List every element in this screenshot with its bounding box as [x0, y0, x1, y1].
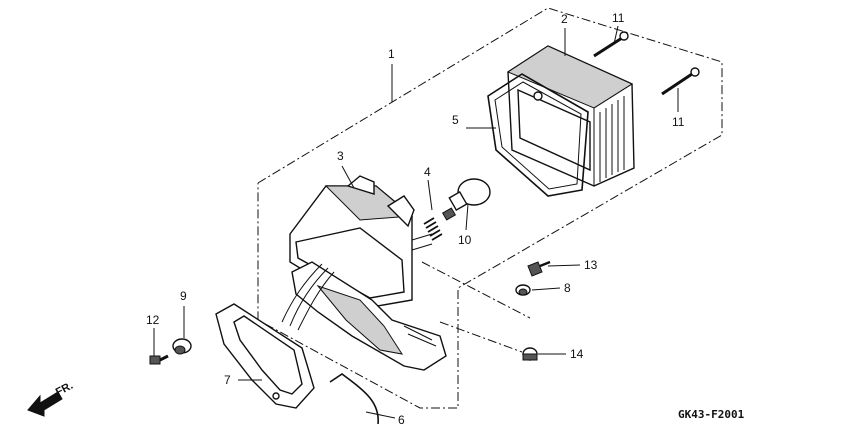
callout-7: 7	[224, 373, 231, 387]
figure-code: GK43-F2001	[678, 408, 745, 421]
nut-8	[515, 284, 531, 296]
callout-4: 4	[424, 165, 431, 179]
base-gasket	[215, 303, 315, 409]
callout-11-upper: 11	[612, 11, 625, 25]
callout-13: 13	[584, 258, 598, 272]
callout-11-lower: 11	[672, 115, 685, 129]
callout-9: 9	[180, 289, 187, 303]
screw-13	[527, 260, 551, 277]
wire-clip	[329, 373, 379, 425]
callout-3: 3	[337, 149, 344, 163]
front-direction-arrow: FR.	[27, 380, 75, 417]
screw-upper	[593, 31, 629, 58]
bolt	[149, 354, 169, 365]
callout-5: 5	[452, 113, 459, 127]
wire-harness	[281, 263, 335, 331]
callout-14: 14	[570, 347, 584, 361]
assembly-boundary	[257, 7, 723, 409]
callout-1: 1	[388, 47, 395, 61]
callout-8: 8	[564, 281, 571, 295]
leader-lines	[153, 25, 679, 419]
lens-gasket	[487, 73, 589, 197]
bulb-socket-spring	[423, 207, 457, 241]
callout-10: 10	[458, 233, 472, 247]
callout-6: 6	[398, 413, 405, 427]
grommet	[172, 338, 192, 355]
cap-nut-14	[522, 347, 538, 361]
screw-lower	[661, 67, 700, 96]
callout-12: 12	[146, 313, 160, 327]
callout-2: 2	[561, 12, 568, 26]
direction-label: FR.	[54, 380, 75, 399]
bulb	[448, 178, 491, 212]
base-bracket	[291, 261, 447, 371]
tail-lens	[506, 45, 635, 187]
